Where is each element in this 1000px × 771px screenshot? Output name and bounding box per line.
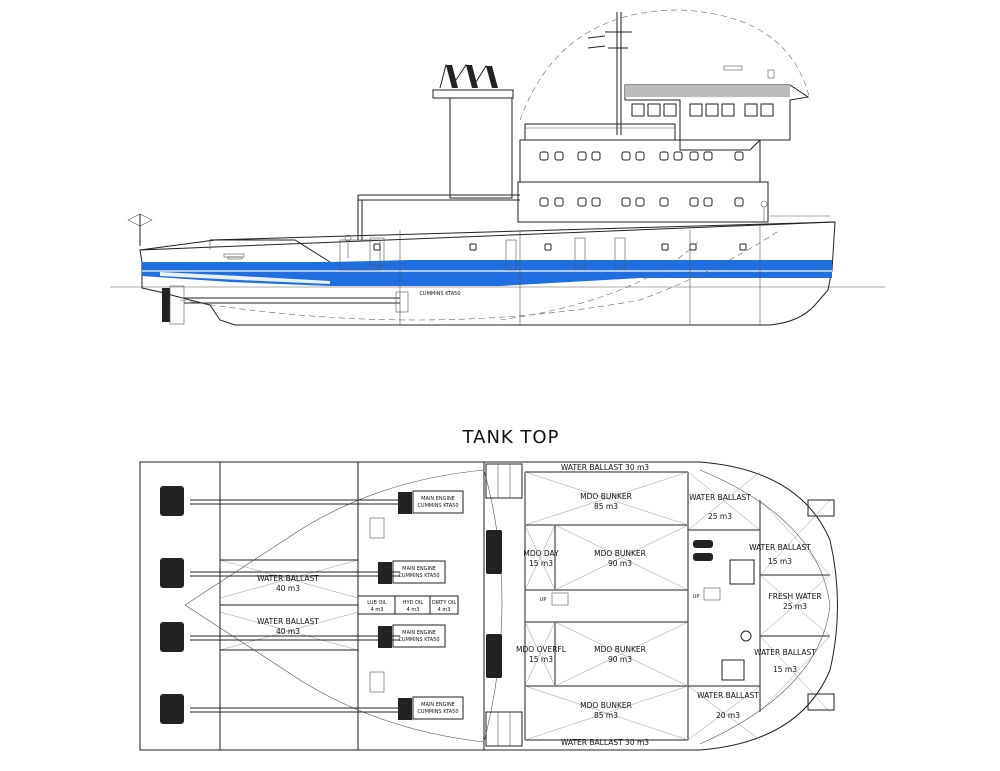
tank-mdo-85-top-vol: 85 m3: [594, 502, 618, 511]
tank-mdo-90-top-name: MDO BUNKER: [594, 549, 646, 558]
tank-dirty-oil-vol: 4 m3: [438, 607, 451, 613]
funnel: [432, 89, 514, 99]
tank-wb-15-top-vol: 15 m3: [768, 557, 792, 566]
tank-wb-40-bot-vol: 40 m3: [276, 627, 300, 636]
up-label-1: UP: [540, 597, 547, 603]
up-label-2: UP: [693, 594, 700, 600]
tank-fresh-water-vol: 25 m3: [783, 602, 807, 611]
tank-lub-oil-vol: 4 m3: [371, 607, 384, 613]
tank-mdo-85-bot-vol: 85 m3: [594, 711, 618, 720]
section-title: TANK TOP: [462, 427, 560, 448]
tank-mdo-day-name: MDO DAY: [523, 549, 559, 558]
tank-hyd-oil-name: HYD OIL: [403, 600, 424, 606]
shaftlines: [190, 499, 400, 713]
tank-wb-top-label: WATER BALLAST 30 m3: [561, 463, 649, 472]
tank-wb-20-vol: 20 m3: [716, 711, 740, 720]
tank-mdo-overfl-name: MDO OVERFL: [516, 645, 567, 654]
tank-wb-40-top-name: WATER BALLAST: [257, 574, 319, 583]
windows-lower: [539, 197, 744, 207]
tank-dirty-oil-name: DIRTY OIL: [432, 600, 457, 606]
engine-1-line1: MAIN ENGINE: [421, 496, 455, 502]
engine-4-line2: CUMMINS KTA50: [417, 709, 458, 715]
engine-1-line2: CUMMINS KTA50: [417, 503, 458, 509]
engine-4-line1: MAIN ENGINE: [421, 702, 455, 708]
tank-wb-40-top-vol: 40 m3: [276, 584, 300, 593]
profile-engine-label: CUMMINS KTA50: [419, 291, 460, 297]
windows-upper: [539, 151, 744, 161]
tank-wb-15-bot-vol: 15 m3: [773, 665, 797, 674]
engine-2-line1: MAIN ENGINE: [402, 566, 436, 572]
engine-3-line1: MAIN ENGINE: [402, 630, 436, 636]
tank-lub-oil-name: LUB OIL: [367, 600, 387, 606]
tank-top-plan: MAIN ENGINE CUMMINS KTA50 MAIN ENGINE CU…: [139, 461, 838, 751]
hull-stripe: [142, 260, 832, 286]
engine-2-line2: CUMMINS KTA50: [398, 573, 439, 579]
tank-top-outline: [139, 461, 838, 751]
tank-mdo-85-bot-name: MDO BUNKER: [580, 701, 632, 710]
tank-wb-40-bot-name: WATER BALLAST: [257, 617, 319, 626]
tank-mdo-day-vol: 15 m3: [529, 559, 553, 568]
tank-wb-25-name: WATER BALLAST: [689, 493, 751, 502]
engine-3-line2: CUMMINS KTA50: [398, 637, 439, 643]
propellers: [160, 486, 184, 724]
tank-mdo-90-bot-vol: 90 m3: [608, 655, 632, 664]
tank-wb-bottom-label: WATER BALLAST 30 m3: [561, 738, 649, 747]
tank-hyd-oil-vol: 4 m3: [407, 607, 420, 613]
tank-mdo-90-top-vol: 90 m3: [608, 559, 632, 568]
tank-mdo-overfl-vol: 15 m3: [529, 655, 553, 664]
profile-view: CUMMINS KTA50: [110, 9, 885, 326]
main-engines: [378, 490, 464, 720]
tank-mdo-90-bot-name: MDO BUNKER: [594, 645, 646, 654]
tank-wb-15-bot-name: WATER BALLAST: [754, 648, 816, 657]
tank-wb-20-name: WATER BALLAST: [697, 691, 759, 700]
tank-fresh-water-name: FRESH WATER: [768, 592, 821, 601]
tank-mdo-85-top-name: MDO BUNKER: [580, 492, 632, 501]
wheelhouse: [624, 84, 810, 151]
tank-wb-15-top-name: WATER BALLAST: [749, 543, 811, 552]
tank-wb-25-vol: 25 m3: [708, 512, 732, 521]
